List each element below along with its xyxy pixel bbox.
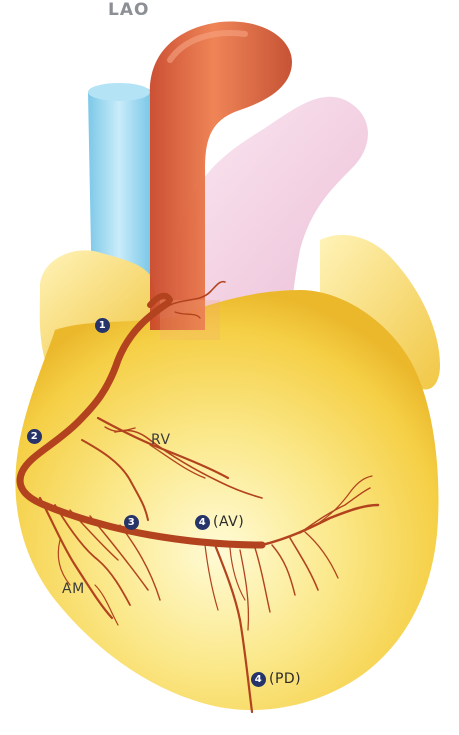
segment-badge: 1 — [95, 318, 110, 333]
am-label: AM — [62, 581, 85, 597]
segment-marker-3: 3 — [124, 515, 139, 530]
segment-badge: 4 — [195, 515, 210, 530]
heart-body — [15, 290, 438, 710]
segment-badge: 2 — [27, 429, 42, 444]
view-title: LAO — [108, 0, 149, 20]
segment-marker-2: 2 — [27, 429, 42, 444]
segment-badge: 3 — [124, 515, 139, 530]
segment-marker-4-pd: 4 (PD) — [251, 671, 301, 687]
rv-label: RV — [151, 432, 171, 448]
segment-suffix: (AV) — [213, 514, 244, 530]
segment-marker-4-av: 4 (AV) — [195, 514, 244, 530]
segment-badge: 4 — [251, 672, 266, 687]
segment-marker-1: 1 — [95, 318, 110, 333]
segment-suffix: (PD) — [269, 671, 301, 687]
